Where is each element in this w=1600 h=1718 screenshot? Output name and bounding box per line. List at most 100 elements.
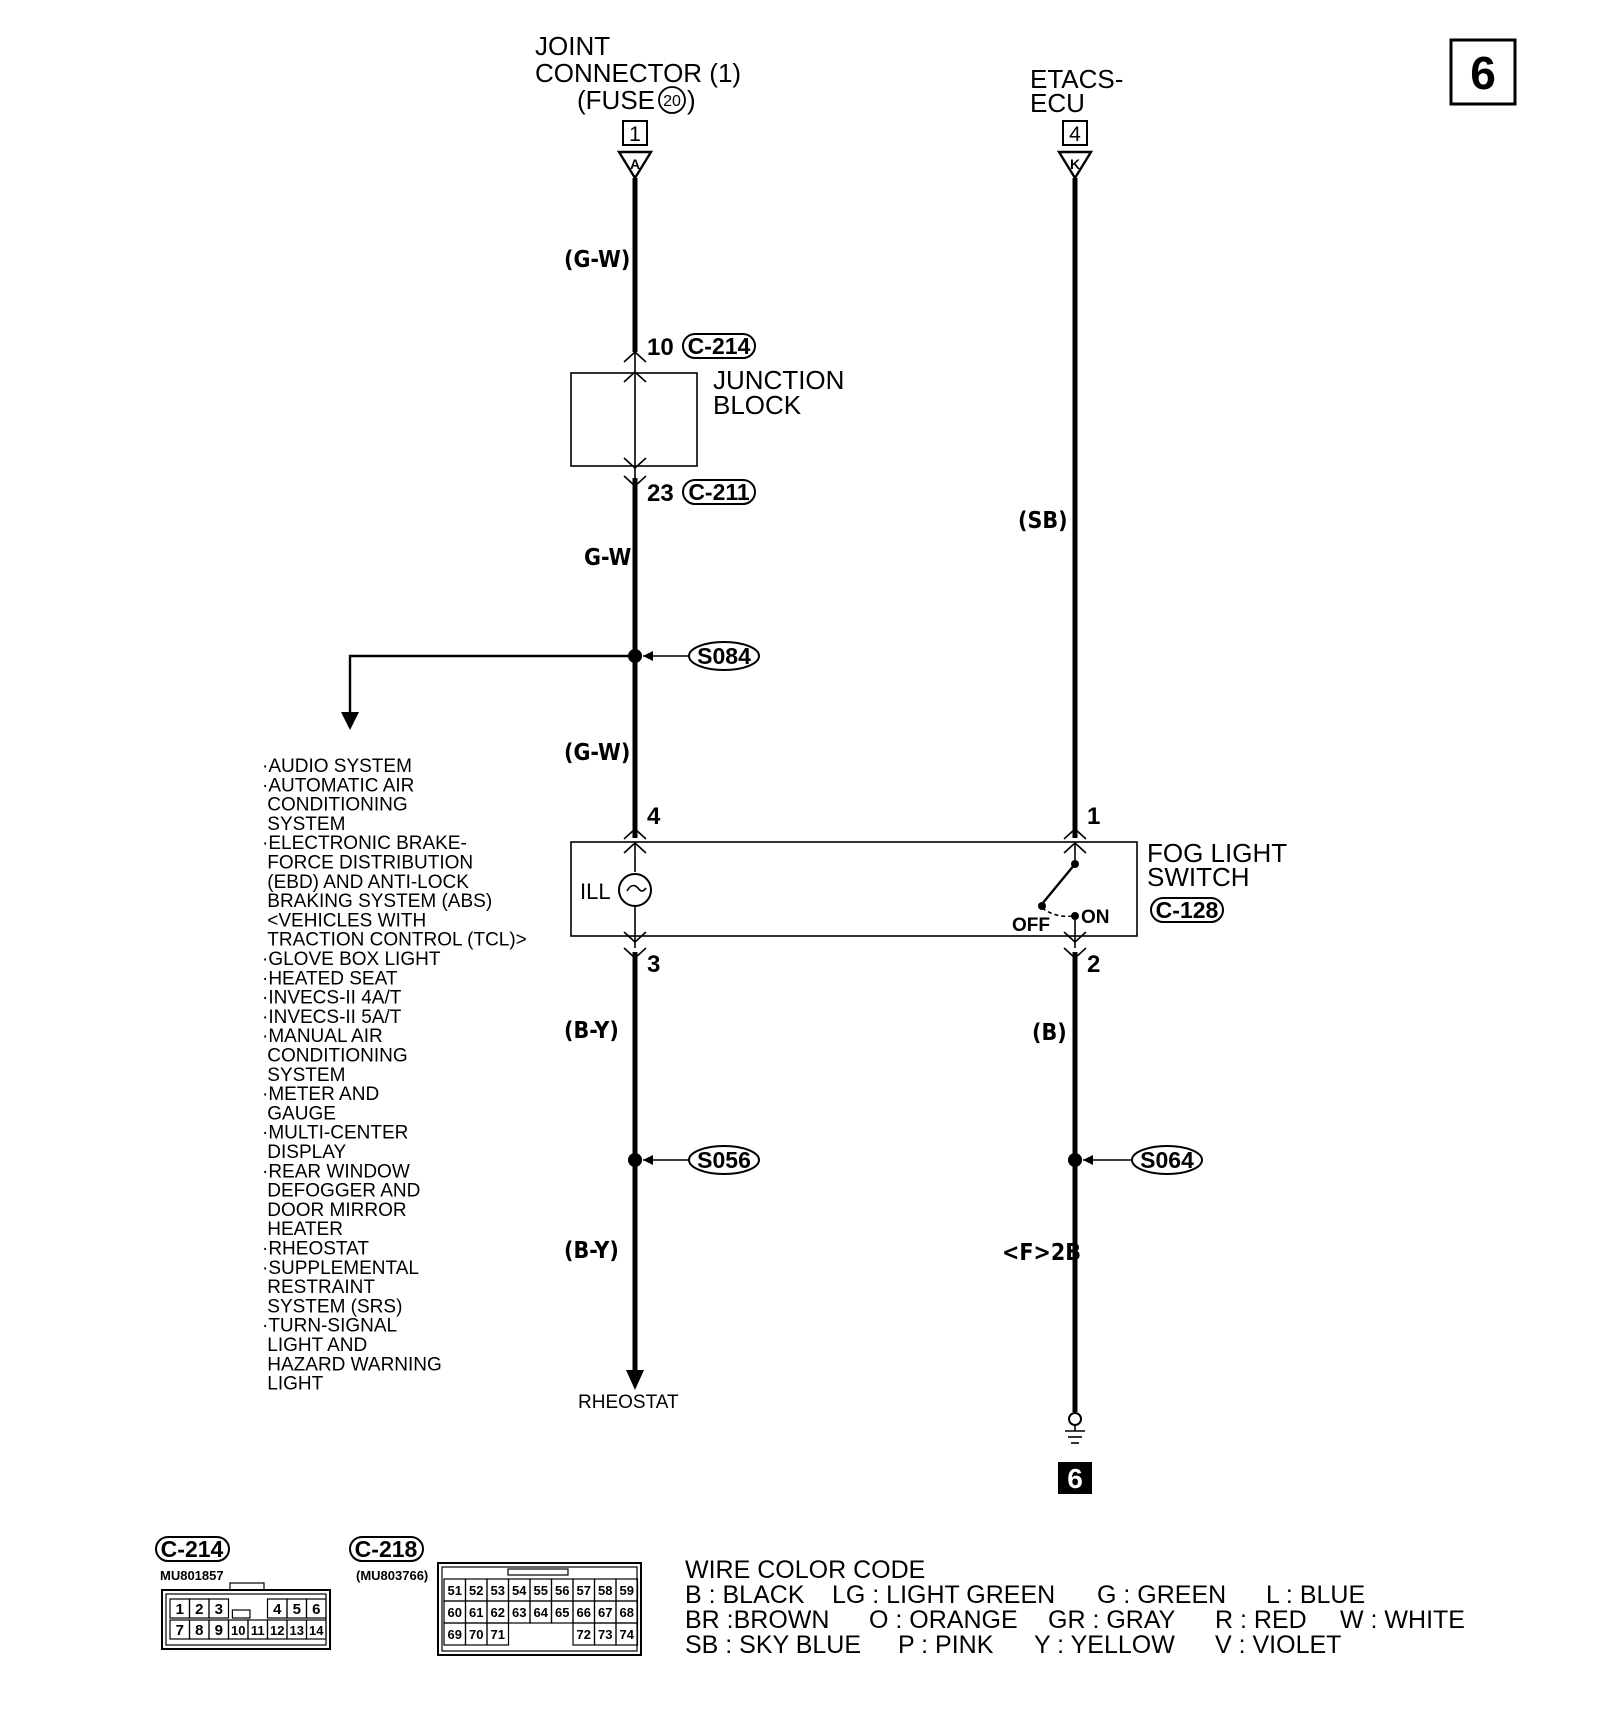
branch-list-item: ·INVECS-II 5A/T xyxy=(262,1007,402,1028)
c218-pin: 53 xyxy=(491,1583,505,1598)
branch-list-item: ·MULTI-CENTER xyxy=(262,1123,408,1144)
c218-pin: 57 xyxy=(577,1583,591,1598)
splice-s064: S064 xyxy=(1068,1145,1203,1175)
c218-pin: 55 xyxy=(534,1583,548,1598)
junction-block-label1: JUNCTION xyxy=(713,365,844,395)
c218-pin: 69 xyxy=(448,1627,462,1642)
etacs-pin: 4 xyxy=(1069,123,1081,146)
wire-color-entry: P : PINK xyxy=(898,1631,994,1659)
wire-color-entry: SB : SKY BLUE xyxy=(685,1631,861,1659)
c214-pin: 3 xyxy=(215,1601,223,1618)
joint-connector-terminal: 1 A xyxy=(616,120,654,181)
wire-label-left-below-switch: (B-Y) xyxy=(564,1018,619,1044)
splice-s056-label: S056 xyxy=(697,1147,751,1173)
wire-color-entry: W : WHITE xyxy=(1340,1606,1465,1634)
branch-list-item: ·SUPPLEMENTAL xyxy=(262,1258,419,1279)
branch-list-item: LIGHT xyxy=(262,1374,324,1395)
branch-list-item: FORCE DISTRIBUTION xyxy=(262,853,473,874)
jb-pin-top: 10 xyxy=(647,334,674,361)
c218-pin: 62 xyxy=(491,1605,505,1620)
c218-pin: 54 xyxy=(512,1583,527,1598)
branch-list-item: ·RHEOSTAT xyxy=(262,1239,369,1260)
fog-light-switch: ILL OFF ON FOG LIGHT SWITCH C-128 4 1 3 … xyxy=(570,803,1287,978)
branch-list-item: DISPLAY xyxy=(262,1142,346,1163)
branch-list-item: CONDITIONING xyxy=(262,795,408,816)
branch-destination-list: ·AUDIO SYSTEM·AUTOMATIC AIR CONDITIONING… xyxy=(262,756,527,1395)
jb-connector-bottom: C-211 xyxy=(688,479,750,505)
ground-label: 6 xyxy=(1067,1463,1083,1494)
wire-color-entry: LG : LIGHT GREEN xyxy=(832,1581,1055,1609)
page-number: 6 xyxy=(1470,47,1496,99)
fog-pin-left-top: 4 xyxy=(647,803,661,830)
wire-color-entry: L : BLUE xyxy=(1266,1581,1365,1609)
c214-pin: 7 xyxy=(176,1622,184,1639)
branch-list-item: SYSTEM xyxy=(262,1065,345,1086)
c214-pin: 2 xyxy=(195,1601,203,1618)
joint-connector-letter: A xyxy=(630,156,640,172)
c218-pin: 66 xyxy=(577,1605,591,1620)
wire-label-left-top: (G-W) xyxy=(564,247,630,273)
wire-color-entry: Y : YELLOW xyxy=(1034,1631,1175,1659)
off-label: OFF xyxy=(1012,915,1050,936)
wire-label-left-bottom: (B-Y) xyxy=(564,1238,619,1264)
branch-list-item: ·ELECTRONIC BRAKE- xyxy=(262,833,467,854)
c214-pin: 9 xyxy=(215,1622,223,1639)
wire-color-entry: B : BLACK xyxy=(685,1581,805,1609)
branch-list-item: LIGHT AND xyxy=(262,1335,367,1356)
branch-list-item: CONDITIONING xyxy=(262,1046,408,1067)
etacs-letter: K xyxy=(1070,156,1080,172)
etacs-terminal: 4 K xyxy=(1056,120,1094,181)
wire-label-right-below-switch: (B) xyxy=(1032,1020,1067,1046)
c214-pin: 12 xyxy=(270,1623,284,1638)
jb-connector-top: C-214 xyxy=(688,333,751,359)
branch-list-item: ·AUDIO SYSTEM xyxy=(262,756,412,777)
branch-list-item: SYSTEM (SRS) xyxy=(262,1296,402,1317)
branch-list-item: HEATER xyxy=(262,1219,343,1240)
branch-list-item: ·MANUAL AIR xyxy=(262,1026,383,1047)
c218-name: C-218 xyxy=(355,1536,418,1562)
joint-connector-label: JOINT CONNECTOR (1) (FUSE 20 ) xyxy=(535,31,741,115)
junction-block-label2: BLOCK xyxy=(713,390,802,420)
wire-color-entry: GR : GRAY xyxy=(1048,1606,1176,1634)
branch-list-item: DOOR MIRROR xyxy=(262,1200,407,1221)
c218-pin: 56 xyxy=(555,1583,569,1598)
ground-symbol: 6 xyxy=(1058,1412,1092,1494)
wire-label-right-bottom: <F>2B xyxy=(1002,1240,1081,1266)
branch-list-item: ·HEATED SEAT xyxy=(262,968,398,989)
wire-label-right-top: (SB) xyxy=(1018,508,1068,534)
c218-pin: 58 xyxy=(598,1583,612,1598)
branch-list-item: ·GLOVE BOX LIGHT xyxy=(262,949,441,970)
etacs-ecu-label: ETACS- ECU xyxy=(1030,64,1123,118)
joint-connector-line3: (FUSE xyxy=(577,85,655,115)
c214-pin: 13 xyxy=(290,1623,304,1638)
fog-pin-left-bottom: 3 xyxy=(647,951,660,978)
wire-color-entry: BR :BROWN xyxy=(685,1606,829,1634)
junction-block: JUNCTION BLOCK 10 C-214 23 C-211 xyxy=(570,333,844,507)
wire-color-entry: R : RED xyxy=(1215,1606,1307,1634)
rheostat-arrow xyxy=(626,1370,644,1390)
branch-list-item: RESTRAINT xyxy=(262,1277,375,1298)
c218-pin: 59 xyxy=(620,1583,634,1598)
c214-pin: 6 xyxy=(312,1601,320,1618)
c218-pin: 63 xyxy=(512,1605,526,1620)
branch-list-item: SYSTEM xyxy=(262,814,345,835)
c214-pin: 4 xyxy=(273,1601,282,1618)
branch-list-item: ·TURN-SIGNAL xyxy=(262,1316,397,1337)
c218-pin: 60 xyxy=(448,1605,462,1620)
c218-pin: 67 xyxy=(598,1605,612,1620)
branch-list-item: ·METER AND xyxy=(262,1084,379,1105)
fog-pin-right-top: 1 xyxy=(1087,803,1100,830)
fog-switch-connector: C-128 xyxy=(1156,897,1219,923)
c214-name: C-214 xyxy=(161,1536,224,1562)
splice-s056: S056 xyxy=(628,1145,760,1175)
page-number-box: 6 xyxy=(1449,38,1517,106)
c218-pin: 70 xyxy=(469,1627,483,1642)
c218-pin: 73 xyxy=(598,1627,612,1642)
joint-connector-close: ) xyxy=(687,85,696,115)
branch-list-item: HAZARD WARNING xyxy=(262,1354,442,1375)
etacs-line1: ETACS- xyxy=(1030,64,1123,94)
